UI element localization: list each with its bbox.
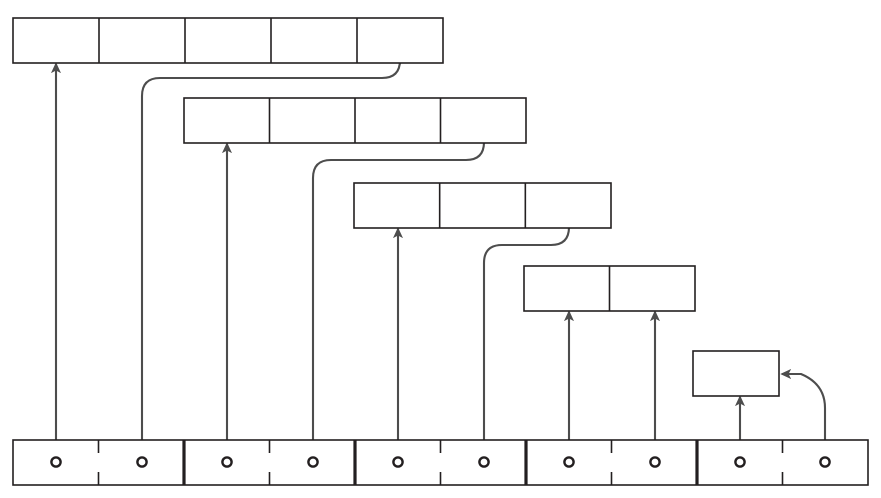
pointer-origin-slot-6 <box>563 456 575 468</box>
node-box-1 <box>12 17 444 64</box>
pointer-origin-slot-5 <box>478 456 490 468</box>
index-array-layer <box>12 439 869 486</box>
pointer-origin-slot-3 <box>307 456 319 468</box>
pointer-origin-slot-0 <box>50 456 62 468</box>
pointer-origin-slot-9 <box>819 456 831 468</box>
node-boxes-layer <box>12 17 780 397</box>
pointer-conn-9 <box>780 368 827 455</box>
box-1-outline <box>12 17 444 64</box>
pointer-origin-slot-2 <box>221 456 233 468</box>
node-box-2 <box>183 97 527 144</box>
pointer-conn-5 <box>482 219 575 455</box>
pointer-origin-slot-8 <box>734 456 746 468</box>
box-5-outline <box>692 350 780 397</box>
connectors-layer <box>50 54 827 455</box>
box-3-outline <box>353 182 612 229</box>
pointer-conn-3 <box>311 134 490 455</box>
node-box-3 <box>353 182 612 229</box>
pointer-origin-slot-1 <box>136 456 148 468</box>
pointer-conn-1 <box>140 54 406 455</box>
pointer-origin-slot-7 <box>649 456 661 468</box>
node-box-4 <box>523 265 696 312</box>
node-box-5 <box>692 350 780 397</box>
pointer-origin-slot-4 <box>392 456 404 468</box>
